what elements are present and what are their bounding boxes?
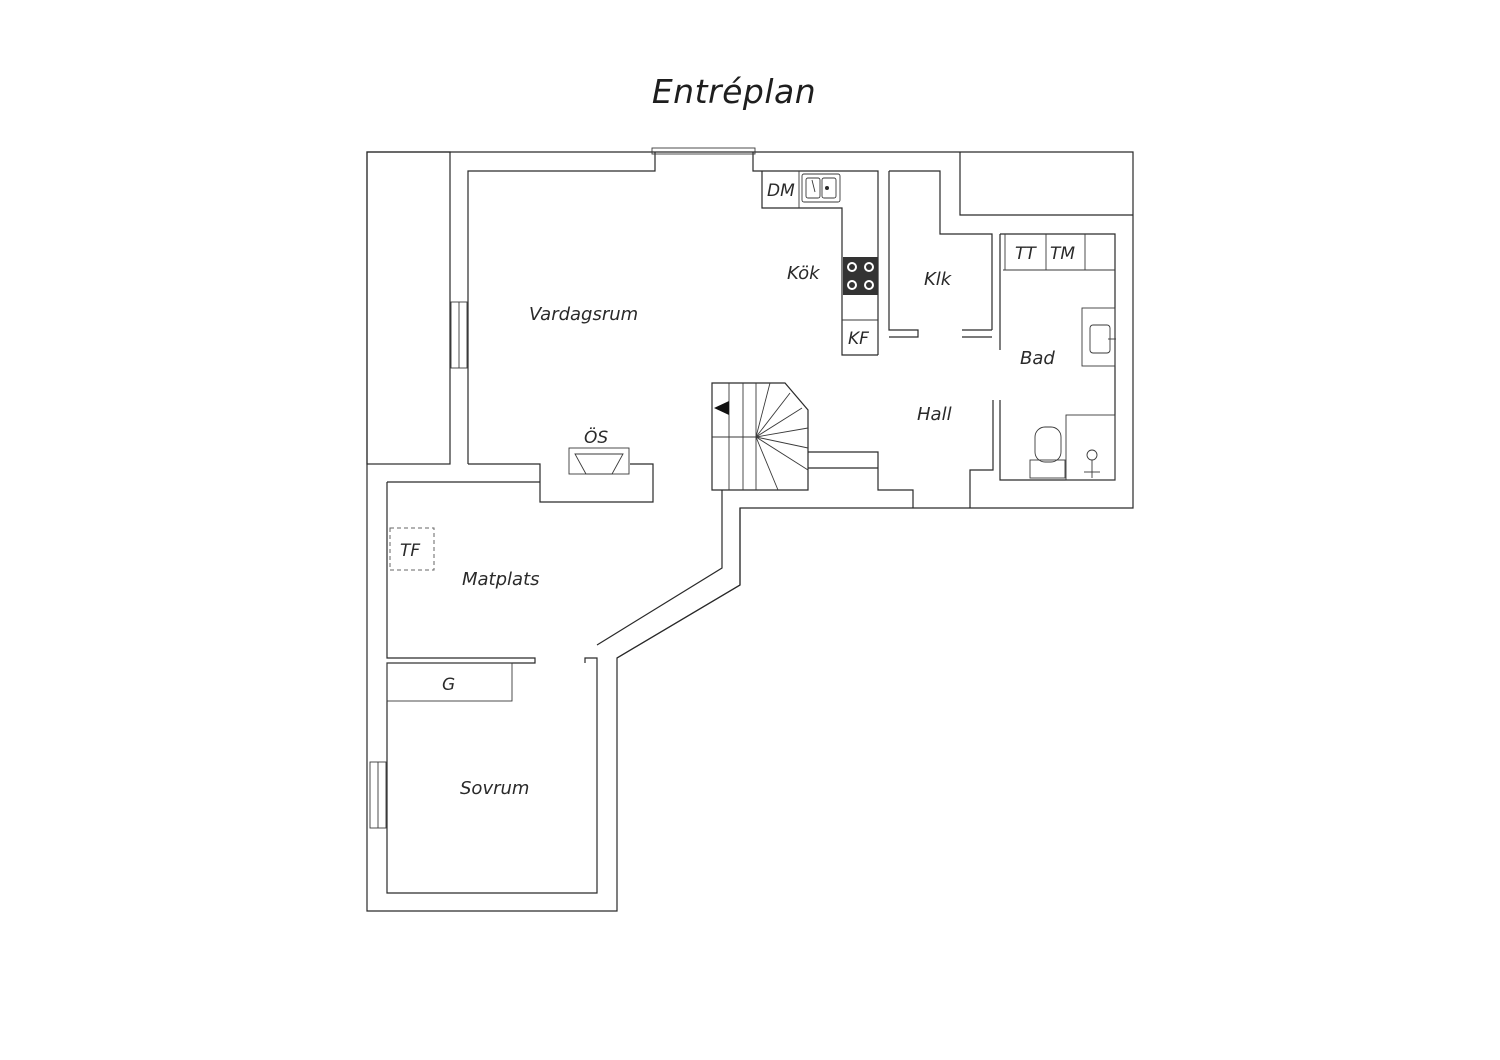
- room-label-bad: Bad: [1020, 348, 1055, 369]
- shower-icon: [1065, 414, 1116, 481]
- sink-icon: [801, 173, 841, 203]
- closet-walls: [888, 170, 993, 338]
- staircase: [711, 382, 809, 491]
- bathroom-walls: [999, 233, 1116, 481]
- window-top: [651, 147, 756, 155]
- room-label-hall: Hall: [917, 404, 952, 425]
- fixture-label-g: G: [442, 675, 455, 695]
- tf-dashed-box: [389, 527, 435, 571]
- room-label-vardagsrum: Vardagsrum: [529, 304, 638, 325]
- top-right-block: [959, 152, 1133, 216]
- room-label-kok: Kök: [787, 263, 821, 284]
- plan-title: Entréplan: [651, 72, 817, 111]
- inner-wall-living-bottom: [468, 463, 654, 503]
- fixture-label-kf: KF: [848, 329, 869, 349]
- room-label-klk: Klk: [924, 269, 953, 290]
- bath-sink-icon: [1081, 307, 1116, 367]
- toilet-icon: [1034, 426, 1062, 463]
- room-label-matplats: Matplats: [462, 569, 540, 590]
- room-label-sovrum: Sovrum: [460, 778, 529, 799]
- fixture-label-os: ÖS: [584, 426, 608, 448]
- kitchen-counter: [761, 171, 878, 356]
- dining-walls: [386, 481, 723, 894]
- fixture-label-tf: TF: [400, 541, 420, 561]
- stove-icon: [843, 257, 878, 295]
- hall-walls: [808, 400, 994, 508]
- fixture-label-dm: DM: [767, 181, 795, 201]
- left-terrace: [366, 151, 451, 465]
- wardrobe: [386, 662, 513, 702]
- fixture-label-tm: TM: [1050, 244, 1075, 264]
- stairs-arrow-icon: [714, 401, 729, 415]
- fireplace: [568, 447, 630, 475]
- fixture-label-tt: TT: [1015, 244, 1037, 264]
